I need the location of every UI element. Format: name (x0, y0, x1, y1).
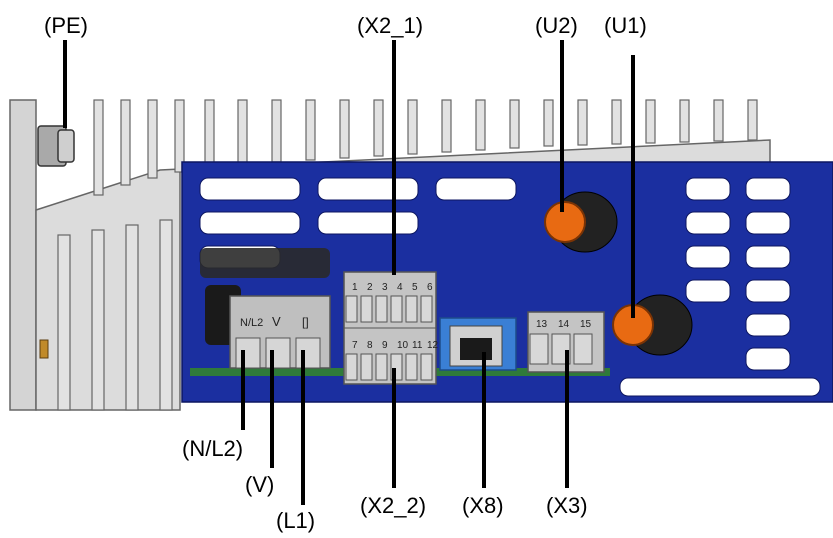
callout-l1: (L1) (276, 508, 316, 533)
terminal-slot (390, 353, 403, 381)
callout-x2-1: (X2_1) (357, 13, 424, 38)
terminal-number: 2 (367, 282, 373, 293)
terminal-mark-n-l2: N/L2 (240, 317, 263, 329)
terminal-number: 6 (427, 282, 433, 293)
callout-u1: (U1) (604, 13, 647, 38)
terminal-slot (345, 353, 358, 381)
terminal-number: 5 (412, 282, 418, 293)
terminal-slot (405, 295, 418, 323)
terminal-mark-l1: [] (302, 315, 309, 329)
leader-lines (63, 40, 635, 505)
terminal-number: 1 (352, 282, 358, 293)
pe-screw (37, 125, 75, 167)
terminal-slot (360, 353, 373, 381)
power-terminal-block: N/L2 V [] (229, 295, 331, 369)
terminal-number: 13 (536, 319, 548, 330)
terminal-number: 14 (558, 319, 570, 330)
terminal-slot (375, 295, 388, 323)
callout-v: (V) (245, 472, 275, 497)
terminal-slot (405, 353, 418, 381)
callout-pe: (PE) (44, 13, 88, 38)
callout-x2-2: (X2_2) (360, 493, 427, 518)
terminal-slot (573, 333, 593, 365)
terminal-number: 15 (580, 319, 592, 330)
terminal-mark-v: V (272, 314, 281, 329)
terminal-number: 11 (412, 340, 423, 351)
terminal-number: 12 (427, 340, 439, 351)
x8-ethernet-port (439, 317, 517, 371)
terminal-number: 8 (367, 340, 373, 351)
callout-x3: (X3) (546, 493, 588, 518)
terminal-number: 7 (352, 340, 358, 351)
terminal-slot (360, 295, 373, 323)
terminal-number: 10 (397, 340, 409, 351)
callout-n-l2: (N/L2) (182, 436, 244, 461)
terminal-number: 9 (382, 340, 388, 351)
callout-x8: (X8) (462, 493, 504, 518)
potentiometer-u2 (544, 191, 618, 253)
potentiometer-u1 (612, 294, 693, 356)
callout-u2: (U2) (535, 13, 578, 38)
terminal-slot (345, 295, 358, 323)
terminal-slot (420, 353, 433, 381)
terminal-number: 4 (397, 282, 403, 293)
terminal-slot (375, 353, 388, 381)
terminal-slot (390, 295, 403, 323)
terminal-number: 3 (382, 282, 388, 293)
terminal-slot (420, 295, 433, 323)
terminal-slot (529, 333, 549, 365)
